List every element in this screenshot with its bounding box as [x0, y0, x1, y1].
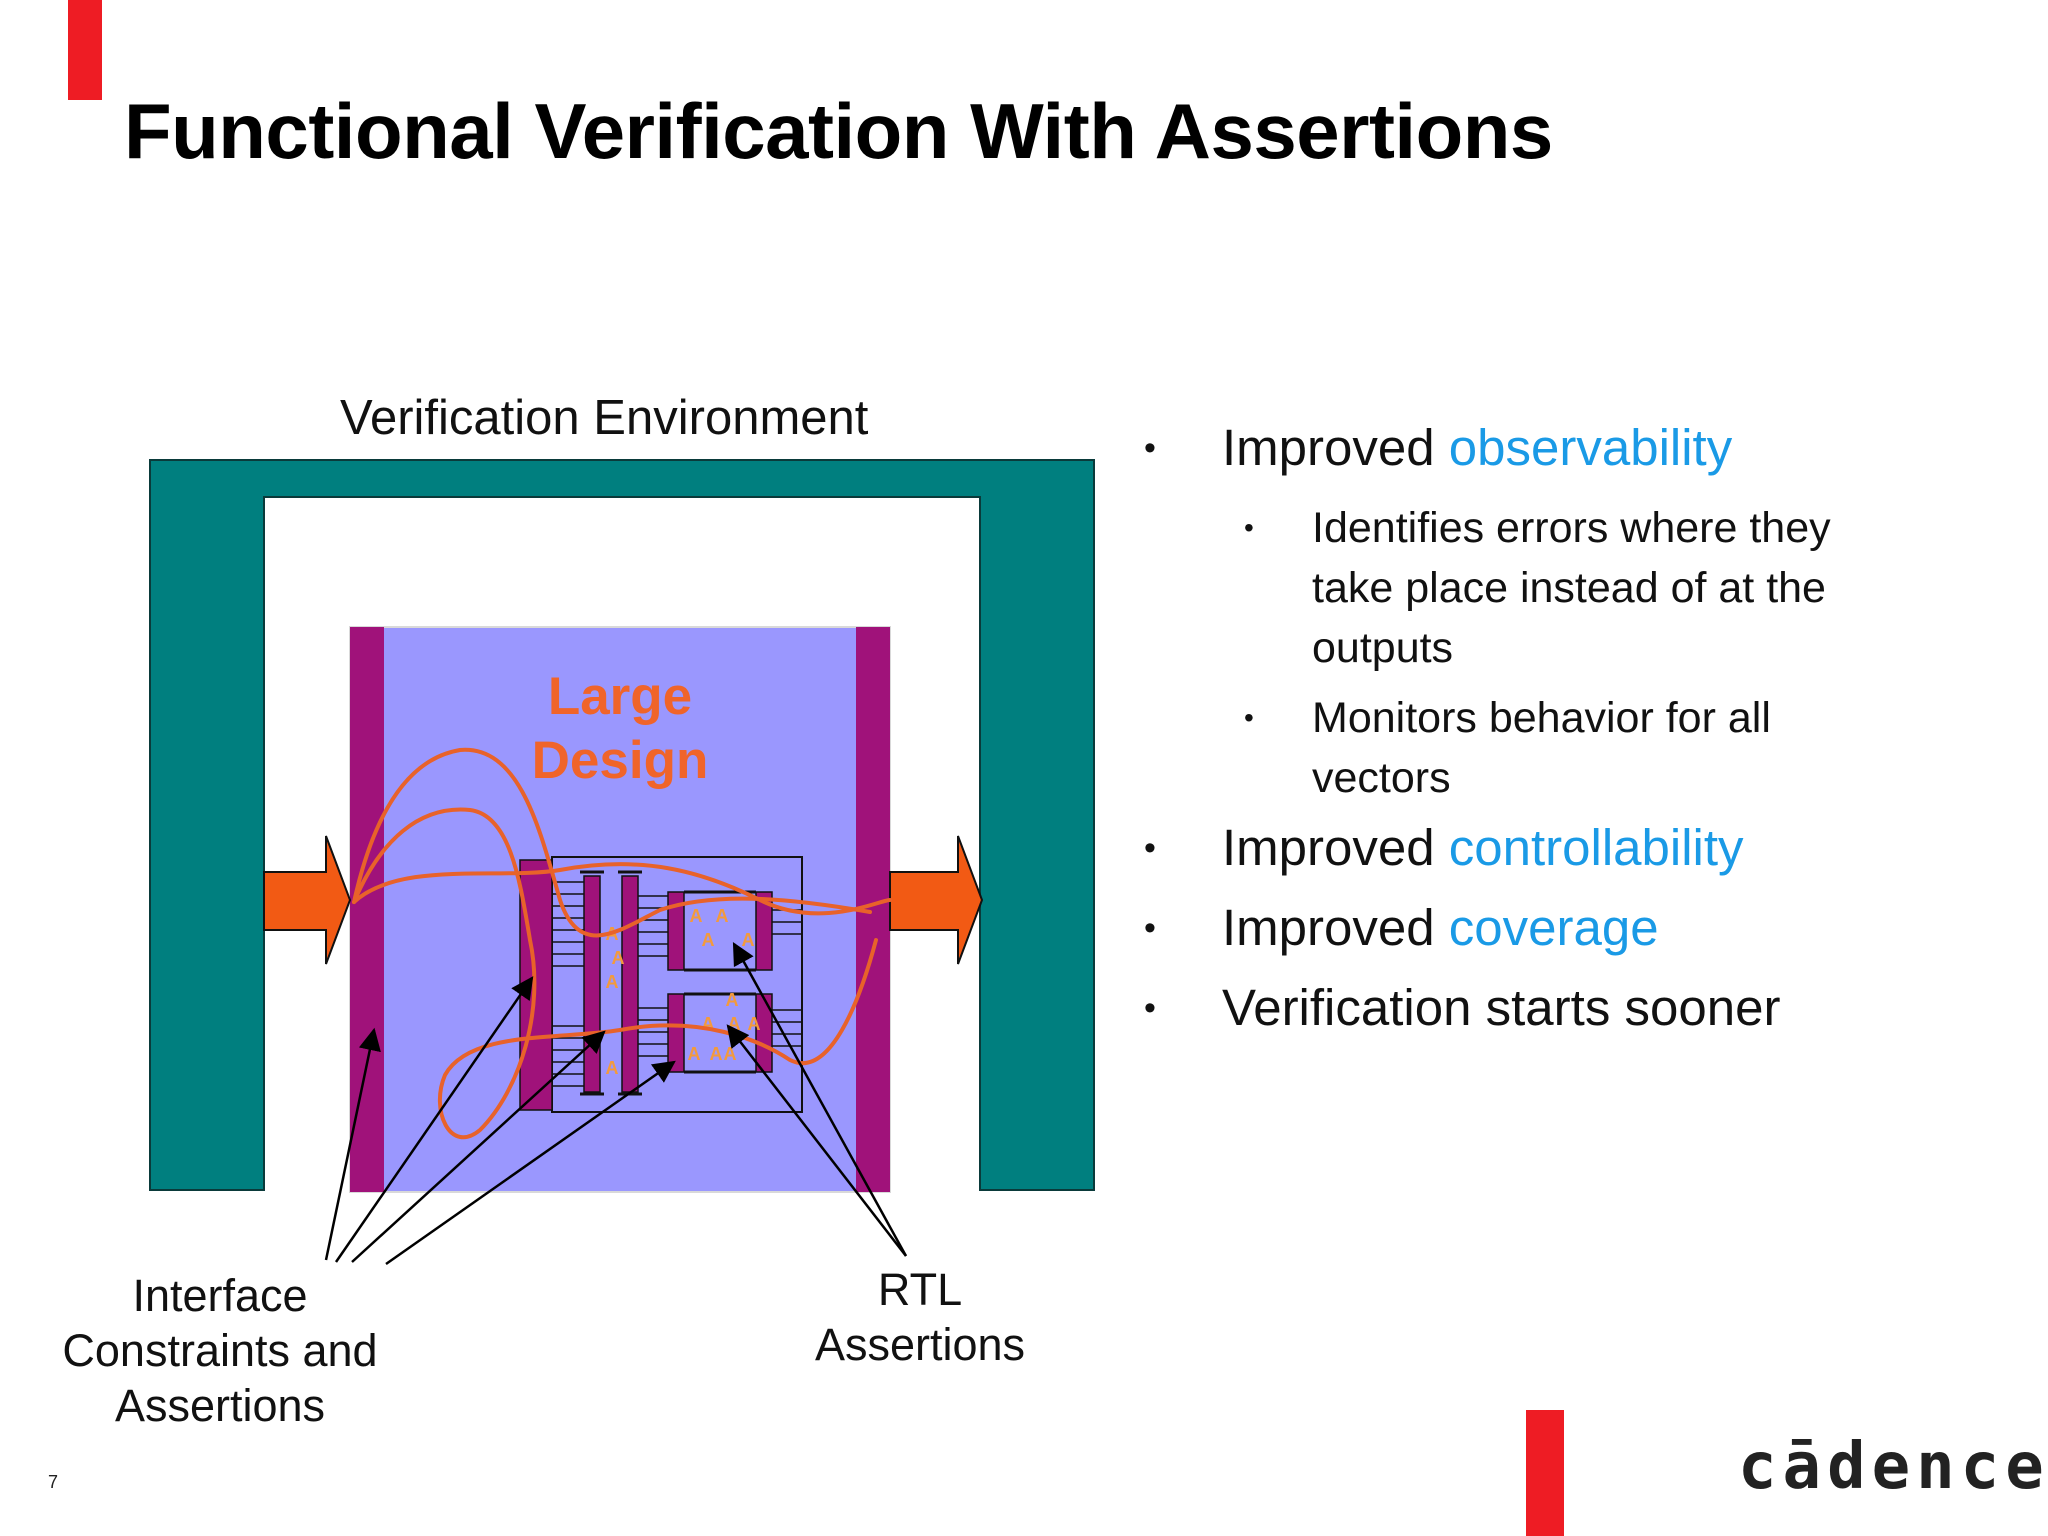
- assertion-marker: A: [702, 930, 715, 950]
- bullet-highlight: controllability: [1448, 819, 1744, 876]
- assertion-marker: A: [716, 906, 729, 926]
- page-number: 7: [48, 1472, 59, 1492]
- bullet-coverage: • Improved coverage: [1140, 898, 2020, 958]
- signal-path: [352, 862, 892, 916]
- bullet-highlight: coverage: [1448, 899, 1659, 956]
- bullet-starts-sooner: • Verification starts sooner: [1140, 978, 2020, 1038]
- sub-bullet-monitors: • Monitors behavior for all vectors: [1140, 688, 1872, 808]
- assertion-marker: A: [728, 1014, 741, 1034]
- large-design-label: Large Design: [531, 667, 709, 790]
- assertion-marker: A: [612, 948, 625, 968]
- callout-lines: [324, 942, 908, 1266]
- sub-bullet-errors: • Identifies errors where they take plac…: [1140, 498, 1872, 678]
- assertion-marker: A: [606, 972, 619, 992]
- environment-frame: [149, 459, 1095, 1191]
- rtl-callout-label: RTL Assertions: [814, 1264, 1026, 1370]
- sub-bullet-text: Monitors behavior for all vectors: [1312, 694, 1771, 802]
- assertion-marker: A: [688, 1044, 701, 1064]
- bullet-dot: •: [1144, 429, 1156, 467]
- assertion-marker: A: [742, 930, 755, 950]
- assertion-marker: A: [726, 990, 739, 1010]
- verification-environment-label: Verification Environment: [340, 391, 869, 445]
- bullet-dot: •: [1244, 512, 1254, 543]
- bullet-text: Improved: [1222, 819, 1449, 876]
- bullet-text: Improved: [1222, 899, 1449, 956]
- bullet-list: • Improved observability • Identifies er…: [1140, 418, 2020, 1058]
- assertion-marker: A: [710, 1044, 723, 1064]
- bullet-controllability: • Improved controllability: [1140, 818, 2020, 878]
- assertion-marker: A: [724, 1044, 737, 1064]
- bullet-observability: • Improved observability: [1140, 418, 2020, 478]
- bullet-highlight: observability: [1448, 419, 1733, 476]
- cadence-logo: cādenceTM: [1738, 1430, 2048, 1504]
- bullet-dot: •: [1244, 702, 1254, 733]
- accent-bar-bottom: [1526, 1410, 1564, 1536]
- output-arrow: [889, 835, 984, 965]
- signal-path: [352, 807, 878, 1140]
- assertion-marker: A: [690, 906, 703, 926]
- interface-bar-left: [350, 627, 384, 1192]
- bullet-text: Verification starts sooner: [1222, 979, 1781, 1036]
- assertion-marker: A: [606, 1058, 619, 1078]
- sub-bullet-text: Identifies errors where they take place …: [1312, 504, 1831, 672]
- signal-paths: [352, 747, 892, 1140]
- signal-path: [352, 747, 872, 938]
- accent-bar-top: [68, 0, 102, 100]
- bullet-dot: •: [1144, 909, 1156, 947]
- bullet-dot: •: [1144, 829, 1156, 867]
- bullet-text: Improved: [1222, 419, 1449, 476]
- input-arrow: [263, 835, 352, 965]
- logo-text: cādence: [1738, 1430, 2048, 1504]
- bullet-dot: •: [1144, 989, 1156, 1027]
- assertion-marker: A: [748, 1014, 761, 1034]
- slide-title: Functional Verification With Assertions: [124, 87, 1553, 175]
- interface-callout-label: Interface Constraints and Assertions: [62, 1270, 378, 1431]
